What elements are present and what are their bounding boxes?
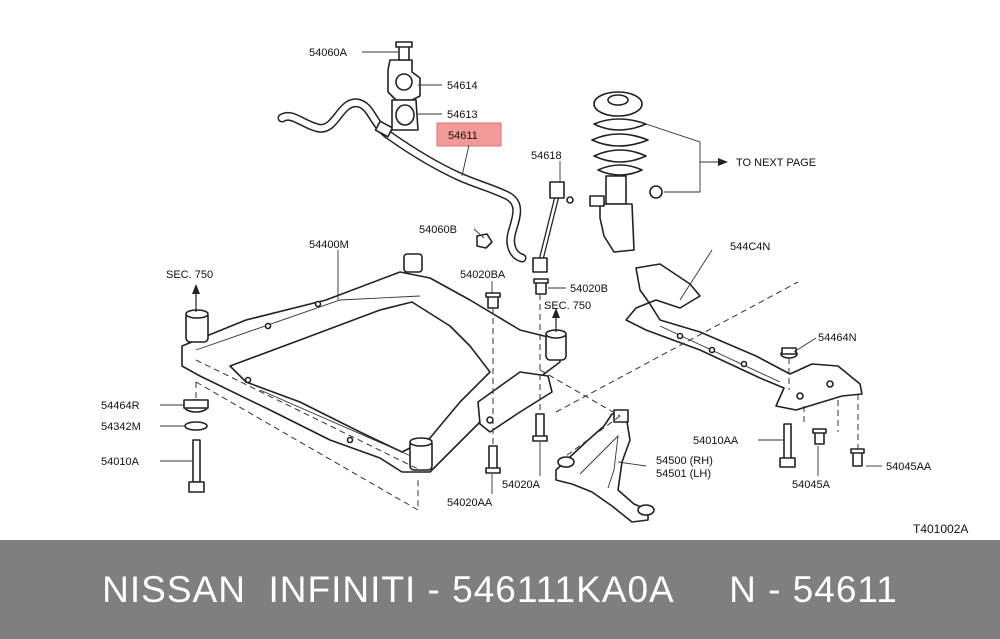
strut-assembly[interactable] [589,91,663,253]
label-54060a[interactable]: 54060A [309,47,348,59]
label-54464r[interactable]: 54464R [101,400,140,412]
label-54611[interactable]: 54611 [448,130,478,142]
nut-54060b[interactable] [476,233,493,249]
drawing-code: T401002A [913,522,968,536]
label-54500[interactable]: 54500 (RH) [656,455,713,467]
label-54060b[interactable]: 54060B [419,224,457,236]
front-member-reinforcement[interactable] [625,263,863,411]
label-54020aa[interactable]: 54020AA [447,497,493,509]
washer-54342m[interactable] [184,421,208,431]
bolt-54045a[interactable] [812,428,827,445]
transverse-link[interactable] [555,409,655,523]
label-54613[interactable]: 54613 [447,109,478,121]
label-sec750-mid[interactable]: SEC. 750 [544,300,591,312]
leader-lines [160,51,882,494]
stabilizer-link[interactable] [532,181,574,273]
stabilizer-bar[interactable] [277,98,527,263]
label-sec750-left[interactable]: SEC. 750 [166,269,213,281]
parts-diagram: 54060A 54614 54613 54611 54618 TO NEXT P… [101,41,968,536]
label-54501[interactable]: 54501 (LH) [656,468,711,480]
label-54020ba[interactable]: 54020BA [460,269,506,281]
bolt-54045aa[interactable] [850,448,865,467]
stabilizer-bracket[interactable] [387,41,421,131]
label-54614[interactable]: 54614 [447,80,478,92]
bushing-54464n[interactable] [780,347,798,359]
label-54400m[interactable]: 54400M [309,239,349,251]
bolt-54020b[interactable] [533,278,549,295]
bushing-54464r[interactable] [183,399,209,413]
label-54618[interactable]: 54618 [531,150,562,162]
label-54010a[interactable]: 54010A [101,456,140,468]
label-54020b[interactable]: 54020B [570,283,608,295]
label-54045aa[interactable]: 54045AA [886,461,932,473]
bolt-54010aa[interactable] [779,423,796,468]
label-54045a[interactable]: 54045A [792,479,831,491]
part-number-banner: NISSAN INFINITI - 546111KA0A N - 54611 [0,540,1000,639]
bolt-54020ba[interactable] [485,292,501,309]
label-544c4n[interactable]: 544C4N [730,241,770,253]
bolt-54020a[interactable] [532,413,548,442]
part-number-text: NISSAN INFINITI - 546111KA0A N - 54611 [102,568,898,610]
label-54020a[interactable]: 54020A [502,479,541,491]
label-to-next-page[interactable]: TO NEXT PAGE [736,157,816,169]
front-subframe[interactable] [181,253,567,473]
label-54342m[interactable]: 54342M [101,421,141,433]
label-54010aa[interactable]: 54010AA [693,435,739,447]
label-54464n[interactable]: 54464N [818,332,857,344]
bolt-54010a[interactable] [188,439,205,493]
bolt-54020aa[interactable] [485,445,501,474]
